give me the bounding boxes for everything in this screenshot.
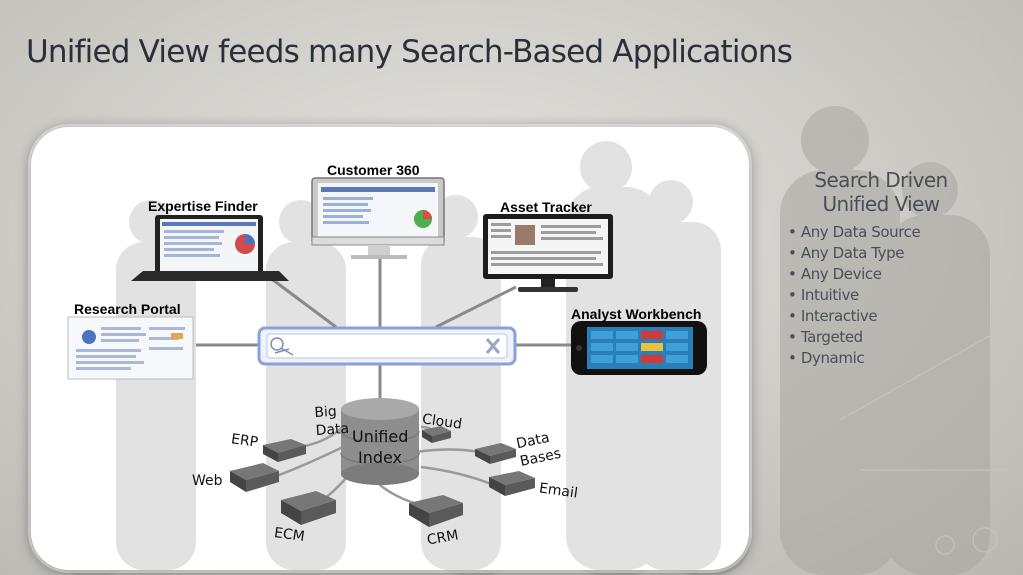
feature-item: Intuitive (788, 285, 996, 306)
source-box-web (230, 463, 279, 492)
customer-360-label: Customer 360 (327, 162, 420, 178)
unified-index-label: Unified Index (352, 426, 408, 468)
unified-index-label-line1: Unified (352, 427, 409, 446)
customer-360-monitor[interactable] (311, 177, 445, 259)
feature-item: Interactive (788, 306, 996, 327)
feature-item: Any Device (788, 264, 996, 285)
slide-title: Unified View feeds many Search-Based App… (26, 34, 793, 70)
research-portal-label: Research Portal (74, 301, 181, 317)
feature-item: Any Data Source (788, 222, 996, 243)
sidebar-heading-line1: Search Driven (814, 168, 948, 192)
big-data-label: Big Data (314, 402, 350, 440)
asset-tracker-label: Asset Tracker (500, 199, 592, 215)
web-label: Web (192, 473, 223, 489)
expertise-finder-laptop[interactable] (131, 215, 289, 281)
asset-tracker-monitor[interactable] (483, 214, 613, 292)
big-data-label-line2: Data (315, 420, 350, 440)
app-connectors (196, 252, 571, 402)
unified-index-database (340, 398, 420, 485)
source-box-ecm (281, 491, 336, 525)
analyst-workbench-phone[interactable] (571, 321, 707, 375)
sidebar-heading: Search Driven Unified View (786, 168, 976, 216)
search-bar[interactable] (257, 326, 517, 366)
source-box-email (489, 471, 535, 496)
feature-list: Any Data Source Any Data Type Any Device… (788, 222, 996, 369)
search-logo-icon (270, 337, 294, 356)
source-box-data-bases (475, 443, 516, 464)
source-box-cloud (422, 426, 451, 443)
diagram-canvas (67, 141, 721, 570)
big-data-label-line1: Big (313, 403, 338, 422)
feature-item: Dynamic (788, 348, 996, 369)
sidebar-heading-line2: Unified View (822, 192, 940, 216)
source-box-crm (409, 495, 463, 527)
feature-item: Any Data Type (788, 243, 996, 264)
sidebar-summary: Search Driven Unified View Any Data Sour… (786, 168, 996, 369)
diagram-panel: Customer 360 Expertise Finder Asset Trac… (31, 127, 749, 570)
feature-item: Targeted (788, 327, 996, 348)
research-portal-screen[interactable] (67, 316, 194, 380)
analyst-workbench-label: Analyst Workbench (571, 306, 702, 322)
source-box-erp (263, 439, 306, 462)
clear-search-icon[interactable] (485, 338, 501, 354)
unified-index-label-line2: Index (357, 448, 403, 467)
expertise-finder-label: Expertise Finder (148, 198, 258, 214)
